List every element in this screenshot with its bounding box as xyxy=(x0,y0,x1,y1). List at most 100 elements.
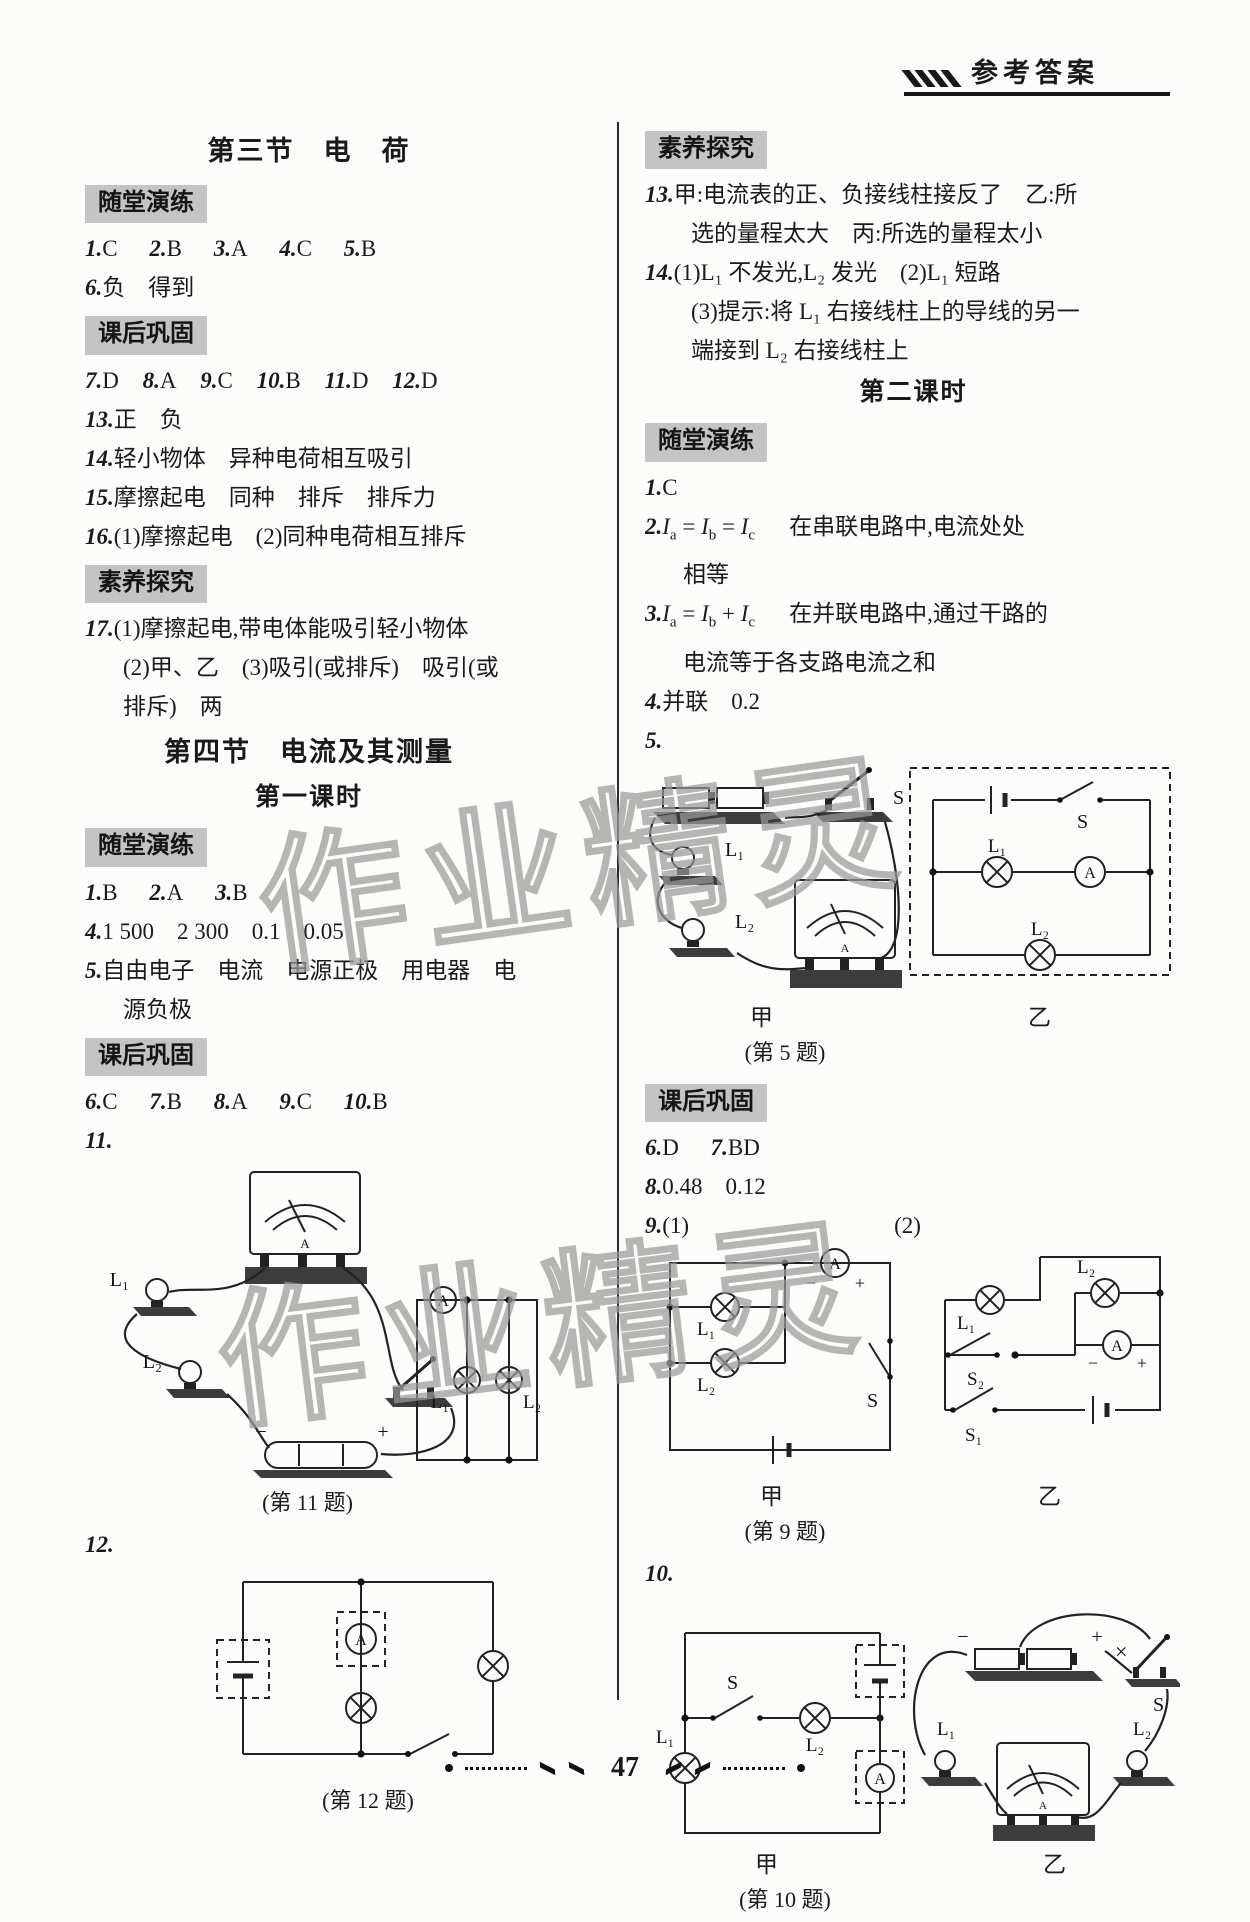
answer-line: 11. xyxy=(85,1127,113,1153)
connection-wires xyxy=(123,1267,456,1456)
svg-text:A: A xyxy=(841,941,850,955)
badge-after-class: 课后巩固 xyxy=(85,1037,207,1076)
answer-line-cont: 排斥) 两 xyxy=(123,694,223,720)
column-divider xyxy=(617,122,619,1700)
svg-text:−: − xyxy=(806,1273,816,1293)
schematic-parallel-with-ammeter: S L₁ A L₂ xyxy=(909,766,1171,976)
svg-text:L₂: L₂ xyxy=(697,1375,715,1396)
svg-text:L₂: L₂ xyxy=(523,1392,540,1413)
section-title: 第四节 电流及其测量 xyxy=(164,737,454,768)
footer-slash-ornament xyxy=(568,1761,585,1775)
footer-slash-ornament xyxy=(539,1761,556,1775)
answer-book-page: { "header": {"title": "参考答案"}, "footer":… xyxy=(0,58,1250,1913)
svg-text:L₁: L₁ xyxy=(697,1319,715,1340)
ammeter-pictorial: A xyxy=(993,1742,1095,1842)
badge-after-class: 课后巩固 xyxy=(645,1083,767,1123)
answer-line: 4.1 500 2 300 0.1 0.05 xyxy=(85,918,344,944)
label-yi: 乙 xyxy=(1038,1484,1061,1510)
figure-q9-circuit: L₁ L₂ A − + S xyxy=(666,1248,1164,1465)
label-jia: 甲 xyxy=(755,1852,778,1878)
svg-text:−: − xyxy=(957,1626,968,1648)
footer-dotted-line xyxy=(723,1766,785,1770)
answer-line: 1.B 2.A 3.B xyxy=(85,879,248,905)
answer-line: 1.C 2.B 3.A 4.C 5.B xyxy=(85,236,377,262)
answer-line: 7.D 8.A 9.C 10.B 11.D 12.D xyxy=(85,367,438,393)
lamp-L1-pictorial: L₁ xyxy=(659,839,744,885)
figure-q10-circuit: L₁ S L₂ A xyxy=(656,1613,1183,1842)
footer-dotted-line xyxy=(465,1766,527,1770)
figure-caption: (第 9 题) xyxy=(744,1519,826,1545)
answer-line: 13.正 负 xyxy=(85,406,183,432)
svg-text:−: − xyxy=(255,1421,266,1443)
switch-pictorial: S xyxy=(813,766,904,822)
figure-sublabels: 甲 乙 xyxy=(645,1850,1182,1880)
svg-text:A: A xyxy=(355,1632,367,1649)
answer-line: 16.(1)摩擦起电 (2)同种电荷相互排斥 xyxy=(85,523,467,549)
badge-after-class: 课后巩固 xyxy=(85,316,207,355)
svg-text:+: + xyxy=(1137,1353,1147,1373)
answer-line-cont: 选的量程太大 丙:所选的量程太小 xyxy=(691,221,1043,247)
answer-line: 6.负 得到 xyxy=(85,275,195,301)
svg-text:+: + xyxy=(855,1273,865,1293)
label-yi: 乙 xyxy=(1028,1004,1051,1030)
figure-sublabels: 甲 乙 xyxy=(645,1003,1182,1033)
svg-text:S: S xyxy=(867,1390,878,1412)
answer-line: 9.(1)(2) xyxy=(645,1213,921,1239)
page-number: 47 xyxy=(611,1752,639,1783)
page-header-title: 参考答案 xyxy=(971,58,1099,88)
lesson-title: 第一课时 xyxy=(254,784,363,812)
svg-text:L₂: L₂ xyxy=(806,1735,824,1756)
ammeter-pictorial: A xyxy=(790,878,902,988)
figure-q11-circuit: A L₁ L₂ xyxy=(110,1170,541,1478)
svg-text:L₂: L₂ xyxy=(735,911,754,933)
page-footer: 47 xyxy=(0,1752,1250,1784)
ammeter-pictorial: A xyxy=(245,1170,367,1284)
answer-line-cont: (3)提示:将 L₁ 右接线柱上的导线的另一 xyxy=(691,299,1080,325)
answer-line-cont: 端接到 L₂ 右接线柱上 xyxy=(691,338,909,364)
svg-text:L₂: L₂ xyxy=(1031,919,1049,940)
figure-q12: A (第 12 题) xyxy=(203,1564,533,1815)
label-yi: 乙 xyxy=(1043,1852,1066,1878)
schematic-parallel-lamps: A L₁ L₂ xyxy=(416,1285,541,1464)
svg-text:+: + xyxy=(377,1421,388,1443)
label-jia: 甲 xyxy=(760,1484,783,1510)
answer-line: 14.(1)L₁ 不发光,L₂ 发光 (2)L₁ 短路 xyxy=(645,260,1001,286)
answer-line: 12. xyxy=(85,1531,114,1557)
answer-line-cont: 源负极 xyxy=(123,996,192,1022)
connection-wires xyxy=(649,808,900,971)
badge-explore: 素养探究 xyxy=(645,131,767,170)
battery-symbol-dashed xyxy=(216,1638,270,1699)
label-jia: 甲 xyxy=(750,1004,773,1030)
svg-text:A: A xyxy=(1084,865,1096,882)
schematic-jia: L₁ S L₂ A xyxy=(656,1632,905,1835)
switch-symbol xyxy=(405,1733,458,1757)
badge-in-class: 随堂演练 xyxy=(645,423,767,462)
figure-caption: (第 5 题) xyxy=(744,1039,826,1065)
svg-text:A: A xyxy=(829,1256,841,1273)
battery-pack-pictorial xyxy=(653,786,785,824)
lamp-symbol-middle xyxy=(345,1691,377,1724)
schematic-yi: L₁ S₂ L₂ A − + xyxy=(944,1256,1164,1446)
answer-line: 6.C 7.B 8.A 9.C 10.B xyxy=(85,1088,388,1114)
svg-text:A: A xyxy=(1039,1800,1047,1812)
svg-text:A: A xyxy=(1111,1338,1123,1355)
badge-explore: 素养探究 xyxy=(85,564,207,604)
answer-line: 8.0.48 0.12 xyxy=(645,1174,766,1200)
svg-text:+: + xyxy=(1091,1626,1102,1648)
answer-line: 4.并联 0.2 xyxy=(645,688,760,714)
svg-text:L₁: L₁ xyxy=(725,839,744,861)
answer-line: 10. xyxy=(645,1561,674,1587)
footer-dot-ornament xyxy=(797,1764,805,1772)
lesson-title: 第二课时 xyxy=(859,379,968,407)
switch-pictorial xyxy=(385,1355,453,1407)
section-title: 第三节 电 荷 xyxy=(207,136,411,166)
answer-line-cont: 相等 xyxy=(683,562,729,588)
formula-parallel: Ia = Ib + Ic xyxy=(662,601,756,631)
svg-text:L₂: L₂ xyxy=(1133,1719,1151,1740)
svg-text:S: S xyxy=(1077,811,1088,833)
svg-text:L₂: L₂ xyxy=(1077,1257,1095,1278)
svg-text:L₂: L₂ xyxy=(143,1351,162,1373)
answer-line: 5. xyxy=(645,727,663,753)
